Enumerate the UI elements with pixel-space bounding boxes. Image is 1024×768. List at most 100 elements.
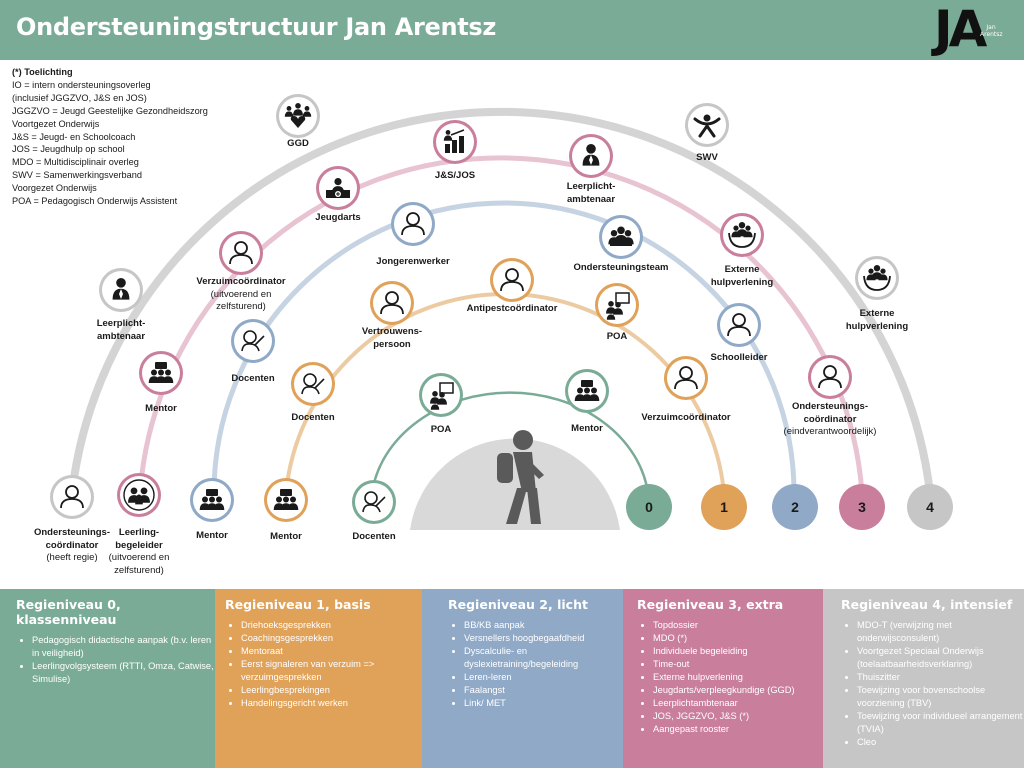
heart-group-icon (284, 103, 312, 128)
person-icon (229, 241, 253, 265)
node-label-line: Ondersteuningsteam (573, 262, 669, 273)
level-4-column: Regieniveau 4, intensief MDO-T (verwijzi… (823, 589, 1024, 768)
diagram-node (276, 94, 320, 138)
list-item: Faalangst (464, 684, 623, 697)
node-inner (355, 483, 393, 521)
node-label: Docenten (352, 531, 395, 544)
list-item: Dyscalculie- en dyslexietraining/begelei… (464, 645, 623, 671)
diagram-node (720, 213, 764, 257)
node-label-line: J&S/JOS (434, 170, 476, 181)
node-label-line: hulpverlening (845, 320, 909, 332)
presenter-icon (606, 292, 630, 320)
node-inner (294, 365, 332, 403)
node-label-line: ambtenaar (566, 193, 616, 205)
node-inner (493, 261, 531, 299)
node-label: POA (431, 424, 452, 437)
node-label-line: Leerling- (118, 527, 160, 538)
diagram-node (433, 120, 477, 164)
level-badge-label: 2 (791, 499, 799, 515)
node-label-line: Verzuimcoördinator (641, 412, 731, 423)
list-item: Link/ MET (464, 697, 623, 710)
level-badge-circle (701, 484, 747, 530)
node-label: Docenten (231, 373, 274, 386)
level-1-list: Driehoeksgesprekken Coachingsgesprekken … (225, 619, 422, 710)
node-sublabel-line: (heeft regie) (46, 552, 98, 563)
level-3-column: Regieniveau 3, extra Topdossier MDO (*) … (623, 589, 823, 768)
diagram-node (352, 480, 396, 524)
group-icon (199, 489, 225, 510)
nodes (50, 94, 899, 524)
officer-icon (112, 278, 130, 300)
diagram-node (419, 373, 463, 417)
coach-icon (443, 129, 465, 153)
list-item: MDO-T (verwijzing met onderwijsconsulent… (857, 619, 1024, 645)
node-sublabel-line: (eindverantwoordelijk) (783, 426, 877, 437)
node-label: Mentor (571, 423, 603, 436)
diagram-node (855, 256, 899, 300)
legend-line: POA = Pedagogisch Onderwijs Assistent (12, 196, 178, 207)
person-icon (818, 365, 842, 389)
student-dome (410, 430, 620, 530)
level-badge-label: 1 (720, 499, 728, 515)
level-badge-circle (839, 484, 885, 530)
list-item: Leerplichtambtenaar (653, 697, 823, 710)
legend-line: JGGZVO = Jeugd Geestelijke Gezondheidszo… (12, 105, 208, 116)
node-label-line: SWV (696, 152, 718, 163)
presenter-icon (430, 382, 454, 410)
node-label-line: coördinator (45, 539, 99, 551)
legend-line: J&S = Jeugd- en Schoolcoach (12, 131, 136, 142)
node-label-line: Mentor (270, 531, 302, 542)
diagram-node (717, 303, 761, 347)
legend-line: JOS = Jeugdhulp op school (12, 144, 125, 155)
dome (410, 438, 620, 530)
node-label-line: Schoolleider (710, 352, 768, 363)
person-icon (500, 268, 524, 292)
teacher-icon (241, 330, 265, 352)
node-label: Mentor (196, 530, 228, 543)
list-item: Topdossier (653, 619, 823, 632)
diagram-node (99, 268, 143, 312)
diagram-node (139, 351, 183, 395)
person-icon (401, 212, 425, 236)
arc-level-0 (370, 391, 650, 494)
list-item: Mentoraat (241, 645, 422, 658)
node-inner (53, 478, 91, 516)
legend-line: Voorgezet Onderwijs (12, 183, 97, 194)
list-item: Toewijzing voor individueel arrangement … (857, 710, 1024, 736)
node-label: Jongerenwerker (376, 256, 449, 269)
list-item: MDO (*) (653, 632, 823, 645)
header-bar: Ondersteuningstructuur Jan Arentsz JA Ja… (0, 0, 1024, 60)
node-label-line: Leerplicht- (96, 318, 146, 329)
node-sublabel-line: (uitvoerend en (210, 288, 272, 300)
diagram-node (190, 478, 234, 522)
node-label-line: Docenten (291, 412, 335, 423)
level-3-title: Regieniveau 3, extra (637, 597, 784, 612)
legend: (*) Toelichting IO = intern ondersteunin… (12, 66, 252, 208)
node-label-line: Jeugdarts (315, 212, 361, 223)
node-label-line: Mentor (571, 423, 603, 434)
node-label-line: GGD (287, 138, 309, 149)
level-1-column: Regieniveau 1, basis Driehoeksgesprekken… (215, 589, 422, 768)
list-item: Toewijzing voor bovenschoolse voorzienin… (857, 684, 1024, 710)
node-label: Vertrouwens-persoon (362, 326, 422, 351)
list-item: Coachingsgesprekken (241, 632, 422, 645)
teacher-icon (362, 491, 386, 513)
diagram-node (370, 281, 414, 325)
level-badge-0: 0 (626, 484, 672, 530)
node-label-line: Mentor (145, 403, 177, 414)
diagram-node (808, 355, 852, 399)
diagram-node (490, 258, 534, 302)
list-item: Handelingsgericht werken (241, 697, 422, 710)
node-sublabel-line: (uitvoerend en (108, 552, 170, 563)
node-label-line: Externe (724, 264, 760, 275)
node-label-line: Mentor (196, 530, 228, 541)
teacher-icon (301, 373, 325, 395)
node-label-line: Docenten (231, 373, 275, 384)
list-item: JOS, JGGZVO, J&S (*) (653, 710, 823, 723)
level-badge-label: 4 (926, 499, 934, 515)
level-1-title: Regieniveau 1, basis (225, 597, 371, 612)
node-label: Leerplicht-ambtenaar (567, 181, 616, 206)
legend-line: IO = intern ondersteuningsoverleg (12, 79, 151, 90)
